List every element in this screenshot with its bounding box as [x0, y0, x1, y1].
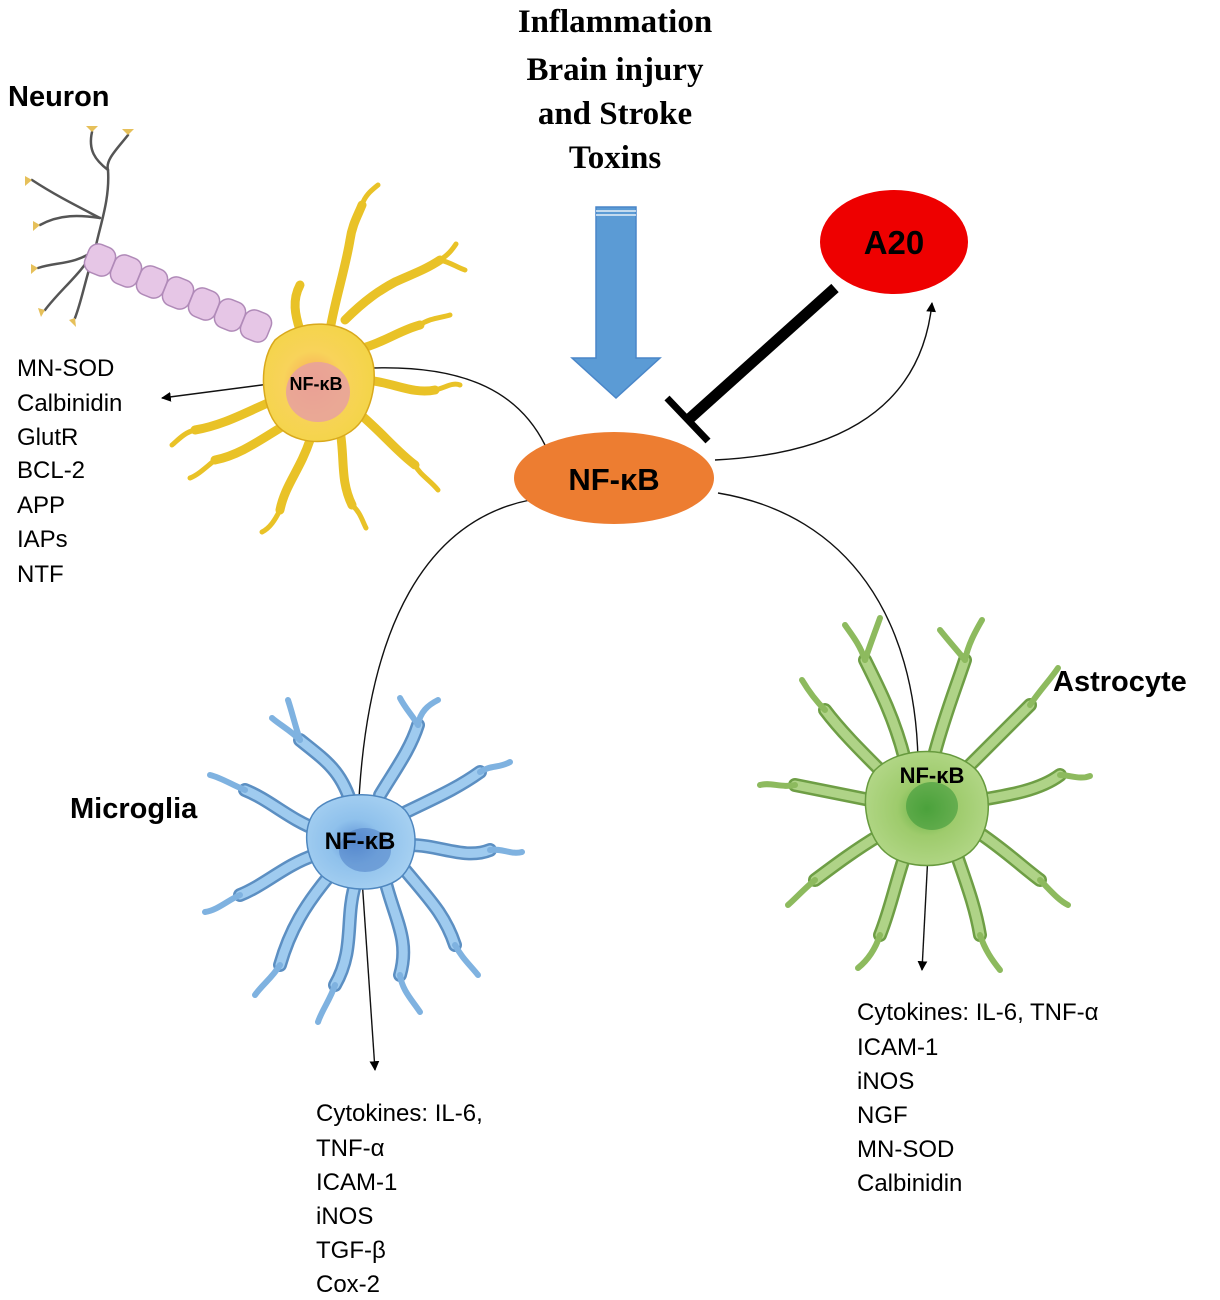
- microglia-targets: Cytokines: IL-6, TNF-α ICAM-1 iNOS TGF-β…: [316, 1100, 483, 1298]
- astrocyte-target: ICAM-1: [857, 1034, 938, 1061]
- link-hub-microglia: [357, 499, 531, 821]
- link-hub-astrocyte: [717, 492, 919, 761]
- neuron-terminals: [25, 126, 134, 327]
- astrocyte-tips: [757, 615, 1093, 973]
- astrocyte-target: MN-SOD: [857, 1136, 954, 1163]
- astrocyte-cell: NF-κB: [757, 615, 1093, 973]
- a20-node: A20: [820, 190, 968, 294]
- neuron-process-tips: [169, 182, 468, 535]
- neuron-dendrite-tree: [30, 130, 130, 320]
- neuron-axon: [83, 243, 273, 343]
- neuron-target: GlutR: [17, 424, 78, 451]
- astrocyte-nucleus: [906, 782, 958, 830]
- microglia-target: Cytokines: IL-6,: [316, 1100, 483, 1127]
- microglia-nfkb-label: NF-κB: [325, 828, 396, 855]
- a20-inhibition: [664, 283, 839, 444]
- microglia-title: Microglia: [70, 793, 198, 825]
- neuron-nucleus: [286, 362, 350, 422]
- astrocyte-target: iNOS: [857, 1068, 914, 1095]
- microglia-target: TNF-α: [316, 1135, 385, 1162]
- stimulus-line-3: and Stroke: [538, 96, 692, 132]
- microglia-target: ICAM-1: [316, 1169, 397, 1196]
- stimulus-line-2: Brain injury: [527, 52, 704, 88]
- stimulus-line-4: Toxins: [569, 140, 662, 176]
- astrocyte-title: Astrocyte: [1053, 666, 1187, 698]
- stimulus-arrow: [570, 206, 662, 400]
- astrocyte-processes-inner: [790, 655, 1065, 940]
- neuron-target: APP: [17, 492, 65, 519]
- nfkb-hub: NF-κB: [514, 432, 714, 524]
- astrocyte-nfkb-label: NF-κB: [900, 763, 965, 788]
- neuron-cell: NF-κB: [25, 126, 468, 535]
- neuron-target: NTF: [17, 561, 64, 588]
- astrocyte-target: Cytokines: IL-6, TNF-α: [857, 999, 1099, 1026]
- microglia-target: iNOS: [316, 1203, 373, 1230]
- neuron-target: MN-SOD: [17, 355, 114, 382]
- astrocyte-targets: Cytokines: IL-6, TNF-α ICAM-1 iNOS NGF M…: [857, 999, 1099, 1197]
- neuron-nfkb-label: NF-κB: [289, 374, 342, 394]
- microglia-tips: [202, 695, 525, 1025]
- a20-label: A20: [864, 224, 925, 261]
- neuron-target: BCL-2: [17, 457, 85, 484]
- arrow-hub-a20: [714, 302, 936, 461]
- neuron-target: Calbinidin: [17, 390, 122, 417]
- link-hub-neuron: [371, 367, 546, 446]
- stimuli-block: Inflammation Brain injury and Stroke Tox…: [518, 4, 712, 176]
- stimulus-line-1: Inflammation: [518, 4, 712, 40]
- microglia-cell: NF-κB: [202, 695, 525, 1025]
- neuron-targets: MN-SOD Calbinidin GlutR BCL-2 APP IAPs N…: [17, 355, 122, 588]
- microglia-target: Cox-2: [316, 1271, 380, 1298]
- astrocyte-target: Calbinidin: [857, 1170, 962, 1197]
- nfkb-hub-label: NF-κB: [568, 462, 659, 497]
- neuron-target: IAPs: [17, 526, 68, 553]
- astrocyte-target: NGF: [857, 1102, 908, 1129]
- neuron-title: Neuron: [8, 81, 110, 113]
- microglia-nucleus: [339, 828, 391, 872]
- microglia-target: TGF-β: [316, 1237, 386, 1264]
